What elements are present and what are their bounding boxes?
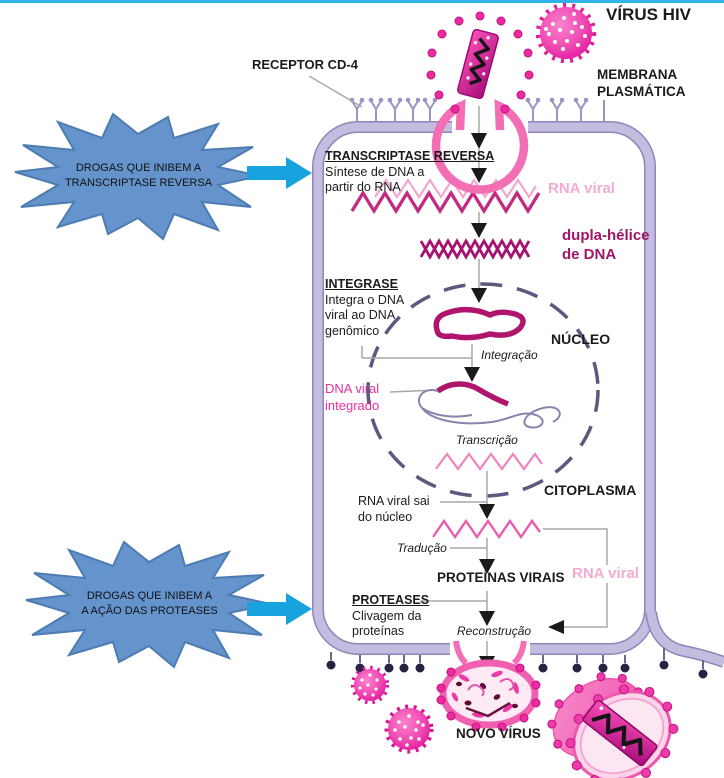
free-virus-icon-medium [384, 704, 434, 754]
plasma-membrane-label: MEMBRANA PLASMÁTICA [597, 67, 686, 99]
free-virus-icon-small [350, 665, 390, 705]
hiv-virion-entering [426, 11, 534, 194]
mature-virus-capsid [582, 699, 658, 767]
reconstruction-label: Reconstrução [457, 624, 532, 638]
zigzag-rna-light [374, 177, 537, 200]
budding-virus [436, 640, 541, 732]
step-proteases: PROTEASES Clivagem da proteínas [352, 593, 430, 638]
rna-exits-nucleus-label: RNA viral sai do núcleo [358, 494, 430, 524]
membrane-lollipops [326, 648, 708, 679]
drug-callout-reverse-transcriptase: DROGAS QUE INIBEM A TRANSCRIPTASE REVERS… [64, 162, 213, 189]
receptor-pointer-line [308, 75, 363, 108]
free-virus-icon-top [535, 2, 597, 64]
step-integrase: INTEGRASE Integra o DNA viral ao DNA gen… [325, 277, 405, 338]
drug-callout-proteases: DROGAS QUE INIBEM A A AÇÃO DAS PROTEASES [81, 590, 218, 617]
viral-proteins-label: PROTEÍNAS VIRAIS [437, 570, 565, 585]
nucleus-label: NÚCLEO [551, 331, 611, 347]
dna-double-helix-label: dupla-hélice de DNA [562, 227, 650, 263]
zigzag-dna-double-helix [419, 238, 531, 260]
zigzag-rna-nucleus [435, 452, 543, 471]
viral-capsid [457, 28, 499, 100]
zigzag-dna-strand [350, 189, 541, 215]
top-cyan-line [0, 0, 724, 3]
inhibitor-arrow-bottom [247, 593, 312, 625]
translation-label: Tradução [397, 541, 447, 555]
viral-proteins-content [451, 670, 519, 718]
inhibitor-arrow-top [247, 157, 312, 189]
page-title: VÍRUS HIV [606, 5, 692, 24]
rna-viral-label-bottom: RNA viral [570, 565, 641, 583]
new-virus-label: NOVO VÍRUS [456, 726, 541, 741]
step-reverse-transcriptase: TRANSCRIPTASE REVERSA Síntese de DNA a p… [325, 149, 495, 194]
nucleus-outline [366, 282, 600, 498]
circular-viral-dna [433, 306, 526, 341]
transcription-label: Transcrição [456, 433, 518, 447]
integrated-dna [417, 381, 561, 429]
integration-label: Integração [481, 348, 538, 362]
integrated-dna-label: DNA viral integrado [325, 381, 380, 413]
receptor-cd4-label: RECEPTOR CD-4 [252, 57, 358, 72]
reconstruction-left-arrowhead [548, 620, 564, 634]
rna-viral-label-top: RNA viral [548, 180, 615, 197]
zigzag-rna-cytoplasm [432, 518, 541, 540]
mature-virus-icon [547, 672, 679, 778]
cytoplasm-label: CITOPLASMA [544, 482, 637, 498]
